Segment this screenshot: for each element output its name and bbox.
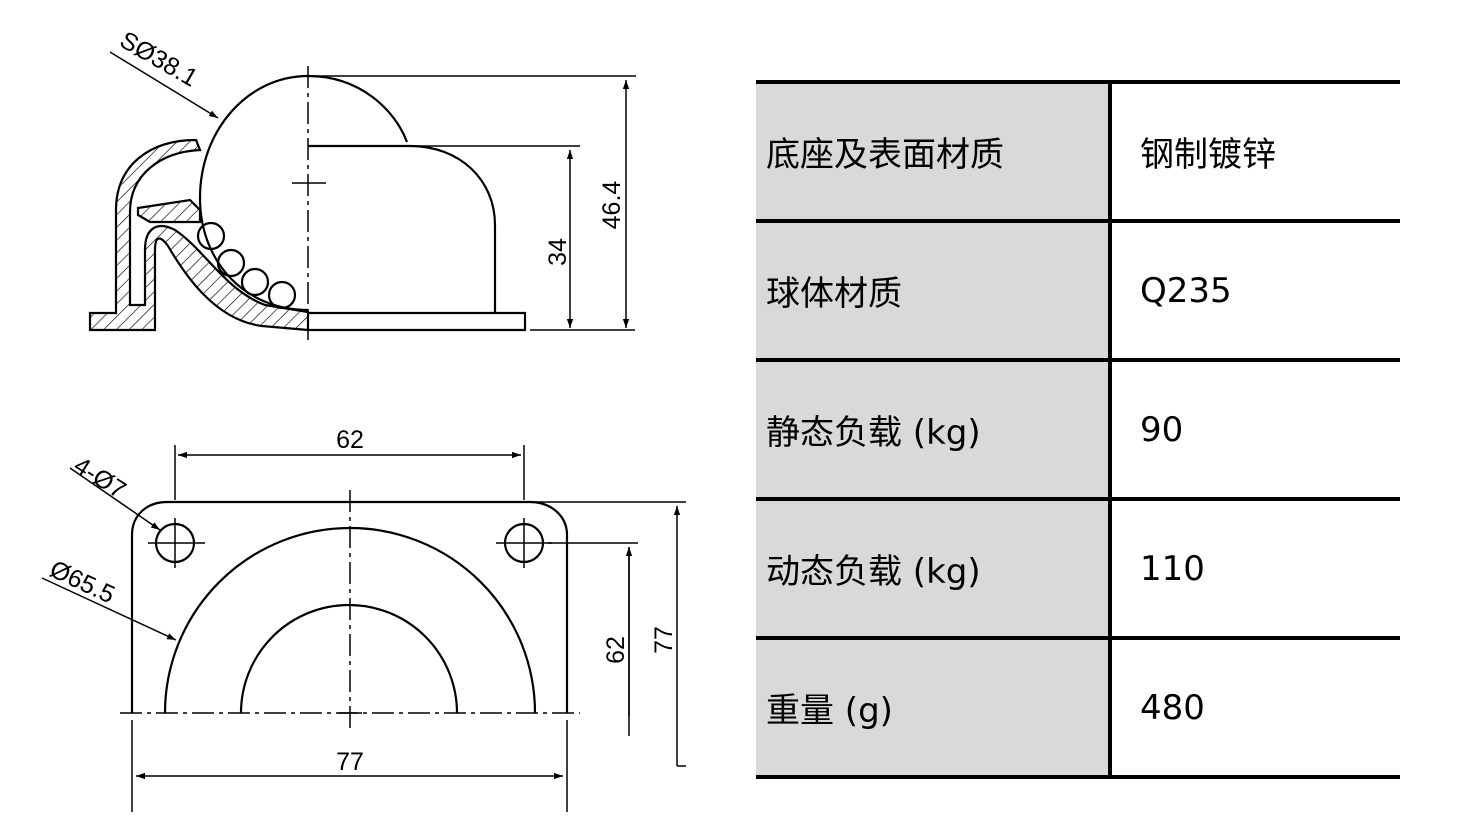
dim-width-77-label: 77	[336, 748, 364, 776]
table-row: 底座及表面材质 钢制镀锌	[756, 82, 1400, 223]
housing-right	[308, 144, 497, 313]
dim-depth-62-label: 62	[602, 636, 630, 664]
spec-value: 480	[1110, 638, 1400, 777]
bearing-balls	[196, 221, 297, 310]
holes-label: 4-Ø7	[69, 451, 131, 504]
dim-hole-spacing-label: 62	[336, 426, 364, 454]
dim-46-4	[310, 75, 636, 328]
spec-label: 底座及表面材质	[756, 82, 1112, 223]
ball-dia-leader	[109, 51, 219, 119]
holes-leader	[69, 467, 161, 531]
shell-section	[88, 138, 310, 332]
table-row: 静态负载 (kg) 90	[756, 360, 1400, 501]
spec-value: Q235	[1110, 221, 1400, 362]
inner-arc	[239, 603, 459, 714]
spec-table: 底座及表面材质 钢制镀锌 球体材质 Q235 静态负载 (kg) 90 动态负载…	[756, 80, 1400, 779]
dim-depth-77	[532, 501, 686, 767]
table-row: 重量 (g) 480	[756, 638, 1400, 777]
dim-46-4-label: 46.4	[598, 181, 626, 230]
spec-value: 110	[1110, 499, 1400, 640]
table-row: 动态负载 (kg) 110	[756, 499, 1400, 640]
outer-dia-leader	[41, 577, 177, 641]
dim-width-77	[131, 720, 568, 812]
hole-crosshairs	[148, 518, 552, 714]
spec-label: 静态负载 (kg)	[756, 360, 1112, 501]
dim-hole-spacing	[174, 445, 525, 500]
dim-34-label: 34	[544, 238, 572, 266]
technical-drawing: SØ38.1 34 46.4 62 4-Ø7 Ø	[41, 26, 686, 812]
base-plate-right	[308, 311, 527, 332]
flange-outline	[130, 500, 569, 713]
spec-label: 球体材质	[756, 221, 1112, 362]
table-row: 球体材质 Q235	[756, 221, 1400, 362]
spec-value: 90	[1110, 360, 1400, 501]
dim-depth-77-label: 77	[650, 626, 678, 654]
dim-depth-62	[548, 542, 638, 736]
dim-34	[412, 145, 635, 331]
race-section	[136, 198, 202, 224]
outer-dia-label: Ø65.5	[45, 555, 119, 609]
spec-value: 钢制镀锌	[1110, 82, 1400, 223]
spec-label: 重量 (g)	[756, 638, 1112, 777]
top-centerlines	[120, 490, 580, 730]
spec-label: 动态负载 (kg)	[756, 499, 1112, 640]
